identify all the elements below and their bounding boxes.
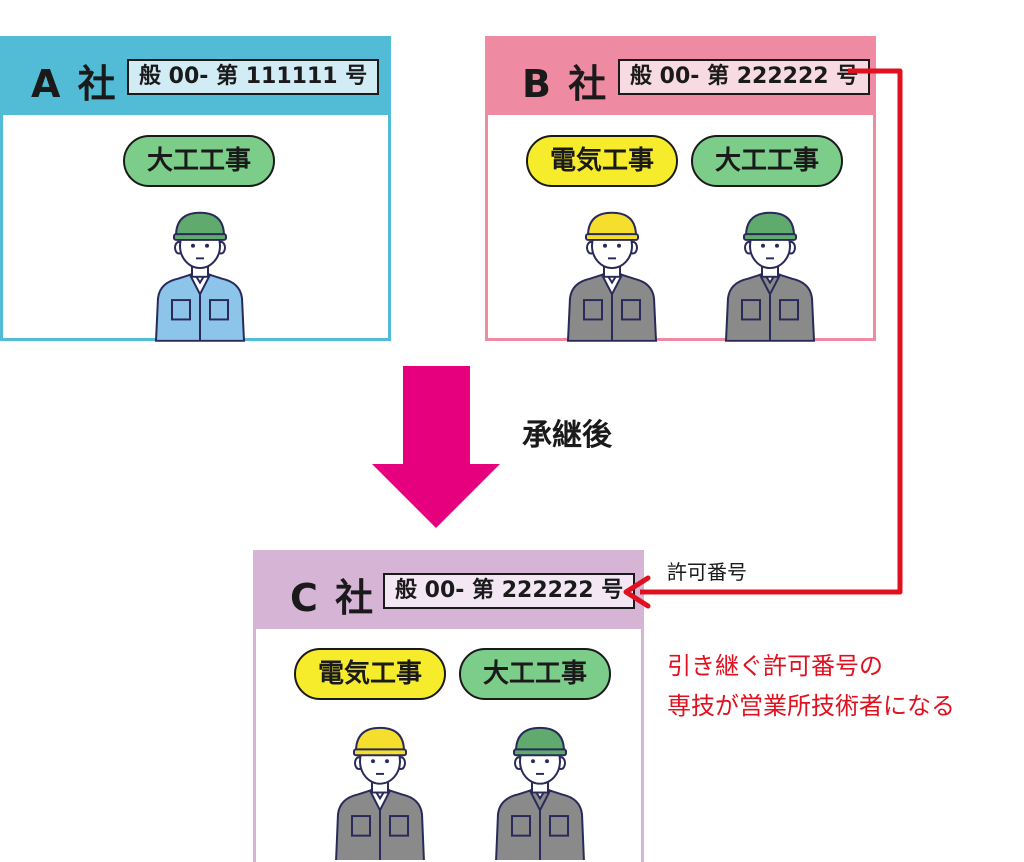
company-b-card: B 社 般 00- 第 222222 号 電気工事 大工工事 (485, 36, 876, 341)
license-number-label: 許可番号 (667, 560, 747, 584)
license-transfer-arrowhead (623, 575, 651, 609)
worker-b-electrical (566, 211, 658, 342)
worker-c-electrical (335, 726, 425, 860)
skill-carpentry-badge: 大工工事 (691, 135, 843, 187)
after-succession-label: 承継後 (522, 418, 612, 453)
succession-down-arrow (372, 366, 500, 528)
license-transfer-arrow (640, 68, 903, 595)
company-c-name: C 社 (290, 576, 376, 620)
note-technician: 引き継ぐ許可番号の 専技が営業所技術者になる (667, 646, 955, 726)
company-a-name: A 社 (31, 62, 118, 106)
worker-a-carpentry (154, 211, 246, 342)
company-a-license-number: 般 00- 第 111111 号 (127, 59, 380, 95)
note-line-1: 引き継ぐ許可番号の (667, 652, 883, 680)
worker-c-carpentry (495, 726, 585, 860)
company-c-license-number: 般 00- 第 222222 号 (383, 573, 636, 609)
skill-carpentry-badge: 大工工事 (459, 648, 611, 700)
skill-carpentry-badge: 大工工事 (123, 135, 275, 187)
skill-electrical-badge: 電気工事 (526, 135, 678, 187)
note-line-2: 専技が営業所技術者になる (667, 692, 955, 720)
skill-electrical-badge: 電気工事 (294, 648, 446, 700)
worker-b-carpentry (724, 211, 816, 342)
company-b-license-number: 般 00- 第 222222 号 (618, 59, 871, 95)
company-a-card: A 社 般 00- 第 111111 号 大工工事 (0, 36, 391, 341)
company-b-name: B 社 (522, 62, 609, 106)
